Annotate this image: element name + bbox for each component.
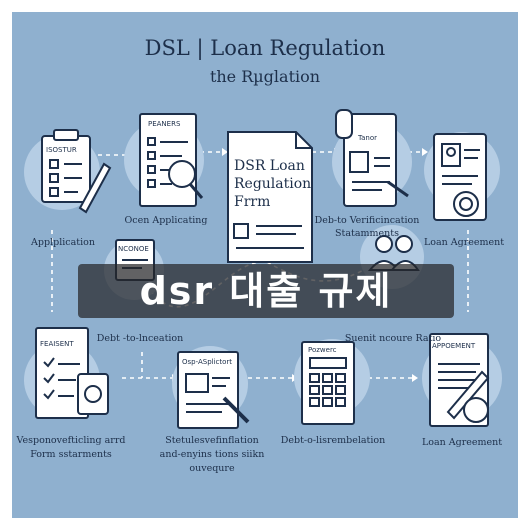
label-loan-agreement-top: Loan Agreement [423,237,505,248]
label-feaisent-2: Form sstarments [30,449,112,460]
page-subtitle: the Rµglation [209,67,321,86]
label-debt-inceation: Debt -to-lnceation [96,333,184,344]
label-loan-agreement-bottom: Loan Agreement [421,437,503,448]
center-doc-line-3: Frrm [234,194,271,210]
infographic: DSL | Loan Regulation the Rµglation ISOS… [12,12,518,518]
center-doc-line-1: DSR Loan [234,158,305,174]
debt-verification-doc-text: Tanor [358,134,378,142]
osp-doc-text: Osp-ASplictort [182,358,233,366]
open-applicating-doc-icon [139,113,204,207]
osp-doc-icon [177,351,250,429]
feaisent-doc-icon [35,327,109,419]
label-open-applicating: Ocen Applicating [124,215,208,226]
open-applicating-doc-text: PEANERS [148,120,181,128]
label-debt-verification-2: Statamments [335,228,399,239]
calculator-icon [301,341,355,425]
feaisent-doc-text: FEAISENT [40,340,74,348]
label-osp-2: and-enyins tions siikn [159,449,265,460]
label-debt-remb: Debt-o-lisrembelation [280,435,386,446]
loan-agreement-certificate-icon [433,133,487,221]
label-feaisent-1: Vesponovefticling arrd [16,435,126,446]
label-submit-income: Suenit ncoure Ratio [344,333,442,344]
loan-agreement-bottom-doc-text: APPOEMENT [432,342,476,350]
label-osp-3: ouvequre [189,463,235,474]
application-doc-text: ISOSTUR [46,146,77,154]
label-osp-1: Stetulesvefinflation [165,435,259,446]
label-debt-verification-1: Deb-to Verificincation [314,215,420,226]
debt-remb-doc-text: Pozwerc [308,346,337,354]
arrowhead [412,374,418,382]
arrowhead [222,148,228,156]
label-application: Applplication [31,237,95,248]
banner-title: dsr 대출 규제 [139,269,393,313]
arrowhead [422,148,428,156]
loan-agreement-bottom-doc-icon [429,333,490,427]
debt-inceation-doc-text: NCONOE [118,245,149,253]
banner-overlay [78,264,454,318]
application-clipboard-icon [41,129,112,214]
page-title: DSL | Loan Regulation [144,36,386,60]
center-regulation-document [227,131,313,263]
center-doc-line-2: Regulation [234,176,312,192]
debt-verification-scroll-icon [335,109,409,207]
